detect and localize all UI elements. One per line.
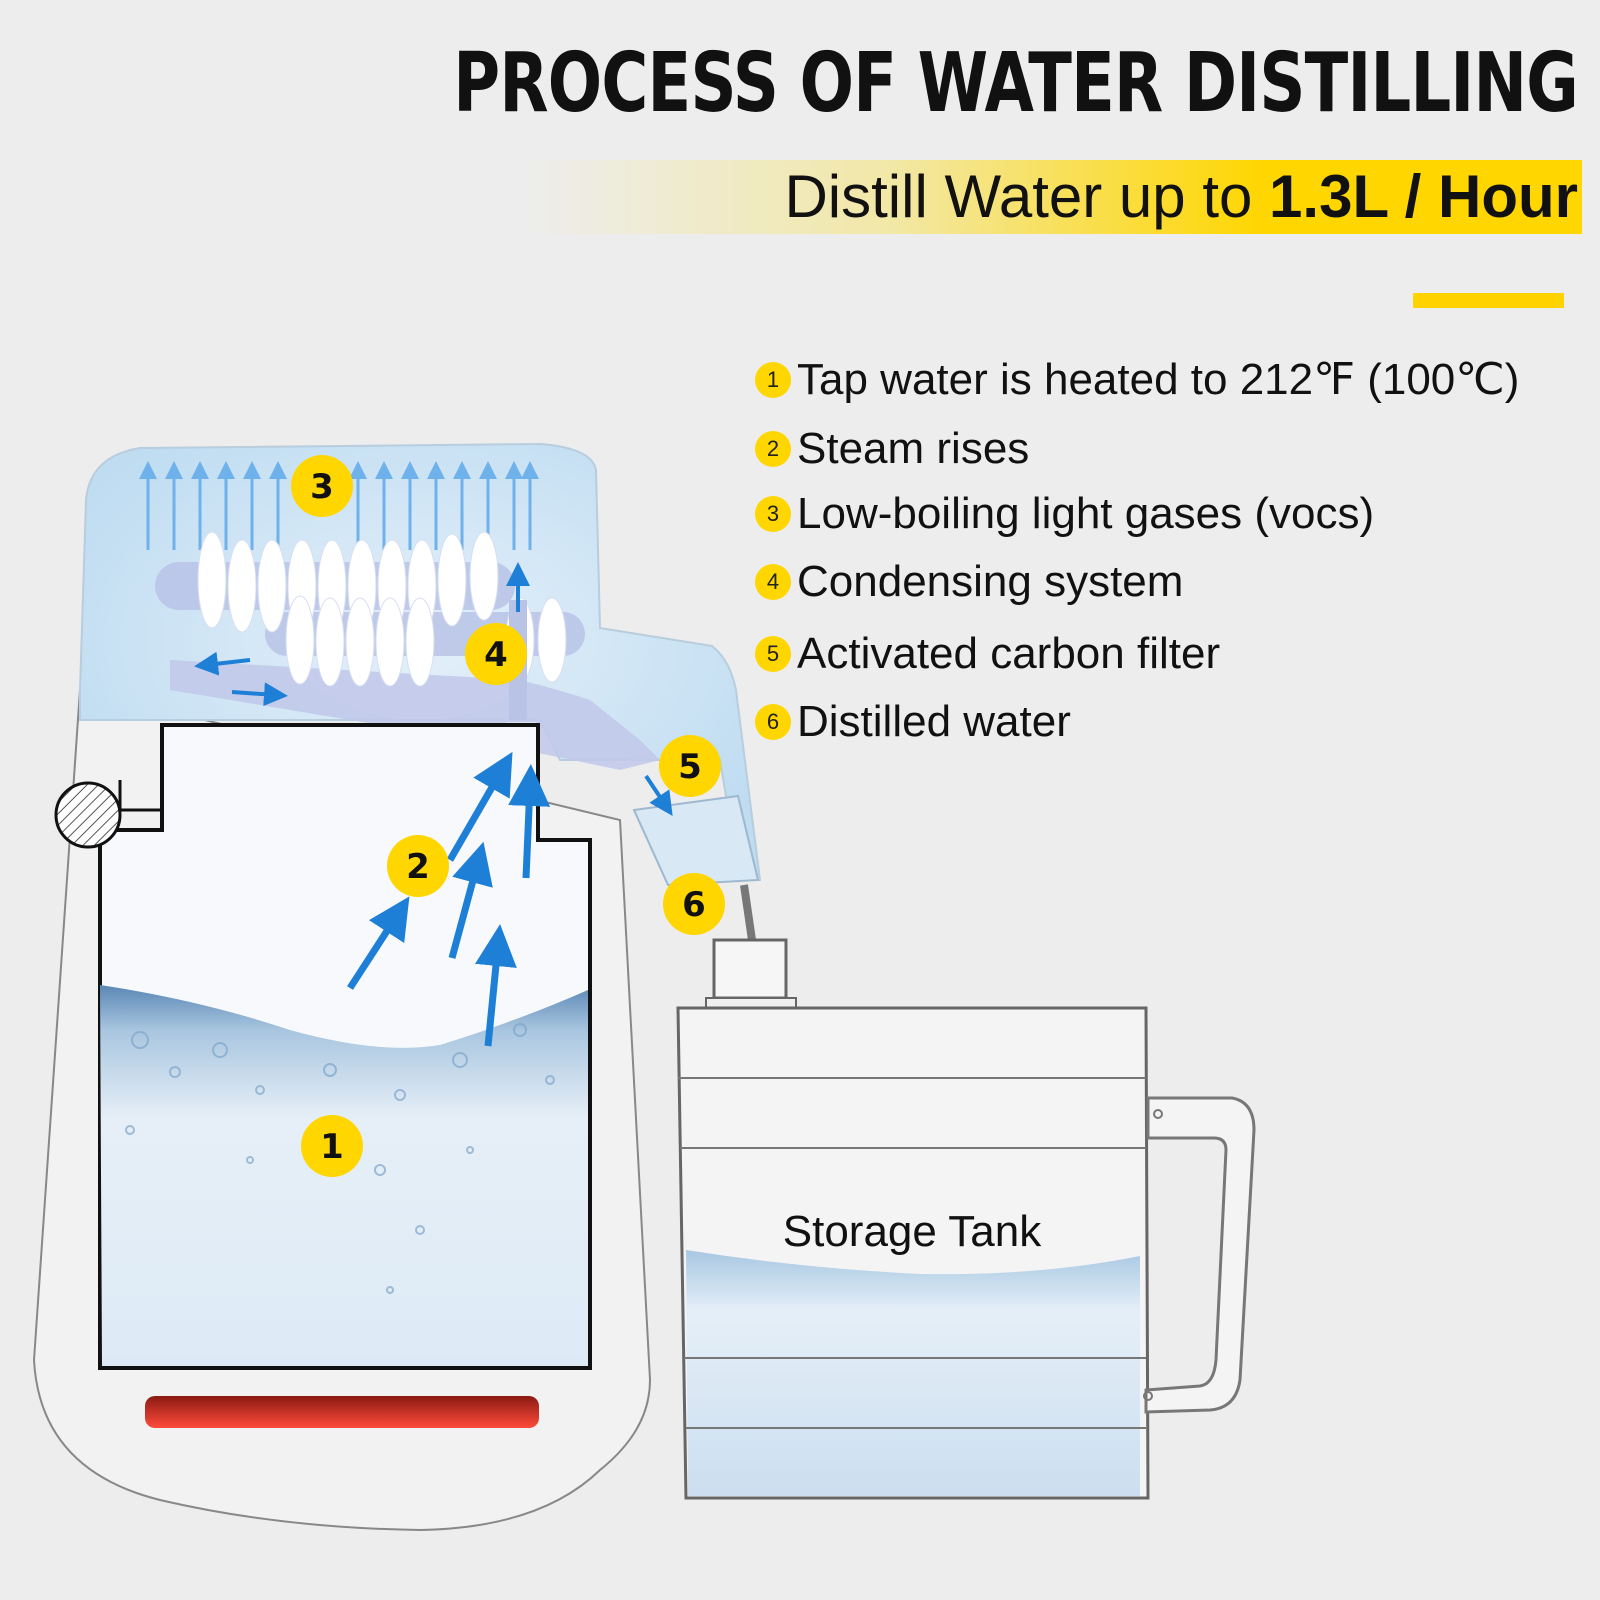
heating-element <box>145 1396 539 1428</box>
step-text: Steam rises <box>797 424 1030 473</box>
page-subtitle: Distill Water up to 1.3L / Hour <box>524 160 1582 234</box>
badge-3-label: 3 <box>310 467 334 507</box>
coil-flow-arrows <box>194 562 530 707</box>
step-text: Distilled water <box>797 697 1071 746</box>
badge-1: 1 <box>301 1115 363 1177</box>
subtitle-highlight: 1.3L / Hour <box>1269 163 1578 230</box>
step-item: 3 Low-boiling light gases (vocs) <box>755 489 1374 539</box>
step-number-badge: 5 <box>755 636 791 672</box>
water-bubbles <box>125 1023 555 1294</box>
step-number-badge: 6 <box>755 704 791 740</box>
badge-6: 6 <box>663 873 725 935</box>
step-text: Low-boiling light gases (vocs) <box>797 489 1375 538</box>
storage-tank <box>676 938 1256 1500</box>
step-text: Tap water is heated to 212℉ (100℃) <box>797 355 1520 404</box>
step-item: 5 Activated carbon filter <box>755 629 1220 679</box>
badge-4-label: 4 <box>484 635 508 675</box>
step-number-badge: 4 <box>755 564 791 600</box>
step-item: 4 Condensing system <box>755 557 1183 607</box>
step-number-badge: 2 <box>755 431 791 467</box>
vent-arrows <box>139 461 539 550</box>
step-item: 1 Tap water is heated to 212℉ (100℃) <box>755 354 1519 405</box>
badge-1-label: 1 <box>320 1127 344 1167</box>
badge-2: 2 <box>387 835 449 897</box>
badge-3: 3 <box>291 455 353 517</box>
carbon-filter <box>632 794 760 887</box>
accent-bar <box>1413 293 1564 308</box>
badge-4: 4 <box>465 623 527 685</box>
boiling-water <box>100 985 588 1366</box>
steam-arrows <box>347 751 551 1047</box>
side-knob <box>54 781 122 849</box>
step-text: Activated carbon filter <box>797 629 1221 678</box>
step-number-badge: 1 <box>755 361 791 398</box>
badge-5: 5 <box>659 735 721 797</box>
storage-tank-label: Storage Tank <box>783 1207 1042 1256</box>
subtitle-prefix: Distill Water up to <box>784 163 1270 230</box>
step-number-badge: 3 <box>755 496 791 532</box>
step-text: Condensing system <box>797 557 1184 606</box>
step-item: 2 Steam rises <box>755 424 1029 474</box>
step-item: 6 Distilled water <box>755 697 1071 747</box>
badge-5-label: 5 <box>678 747 702 787</box>
filter-flow-arrow <box>644 774 673 816</box>
badge-2-label: 2 <box>406 847 430 887</box>
page-title: PROCESS OF WATER DISTILLING <box>453 36 1578 131</box>
badge-6-label: 6 <box>682 885 706 925</box>
tank-handle <box>1144 1096 1256 1414</box>
drip-tube <box>740 884 756 941</box>
